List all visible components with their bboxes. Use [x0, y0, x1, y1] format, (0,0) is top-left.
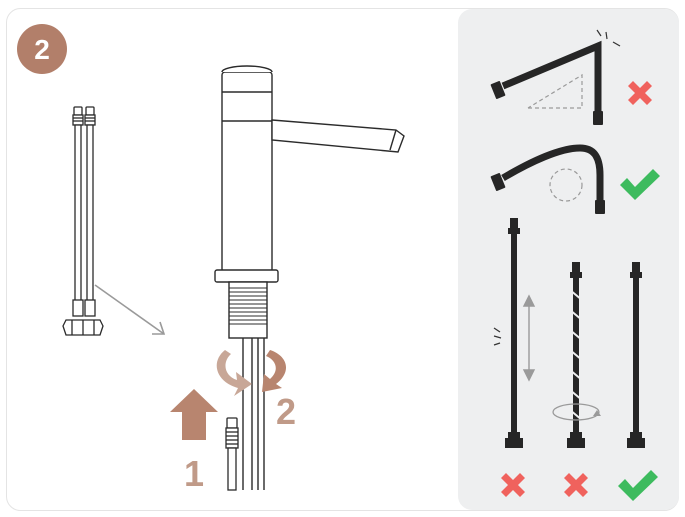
arrow-up-icon	[170, 389, 218, 440]
rule-smooth-bend	[490, 144, 605, 214]
rule-straight	[627, 262, 645, 448]
inserted-hose	[225, 417, 239, 491]
rule-sharp-bend	[490, 29, 621, 125]
step-1-label: 1	[184, 453, 204, 494]
cross-icon	[501, 473, 525, 497]
faucet	[214, 65, 405, 490]
check-icon	[618, 470, 658, 501]
cross-icon	[628, 81, 652, 105]
flexible-hoses	[62, 106, 104, 336]
check-icon	[620, 169, 660, 200]
rule-twisted	[552, 262, 601, 448]
step-2-label: 2	[276, 391, 296, 432]
guide-arrow	[94, 284, 166, 335]
step-badge: 2	[17, 24, 67, 74]
step-badge-label: 2	[34, 34, 50, 65]
rotate-icon	[216, 350, 287, 396]
rule-stretched	[493, 218, 536, 448]
cross-icon	[564, 473, 588, 497]
